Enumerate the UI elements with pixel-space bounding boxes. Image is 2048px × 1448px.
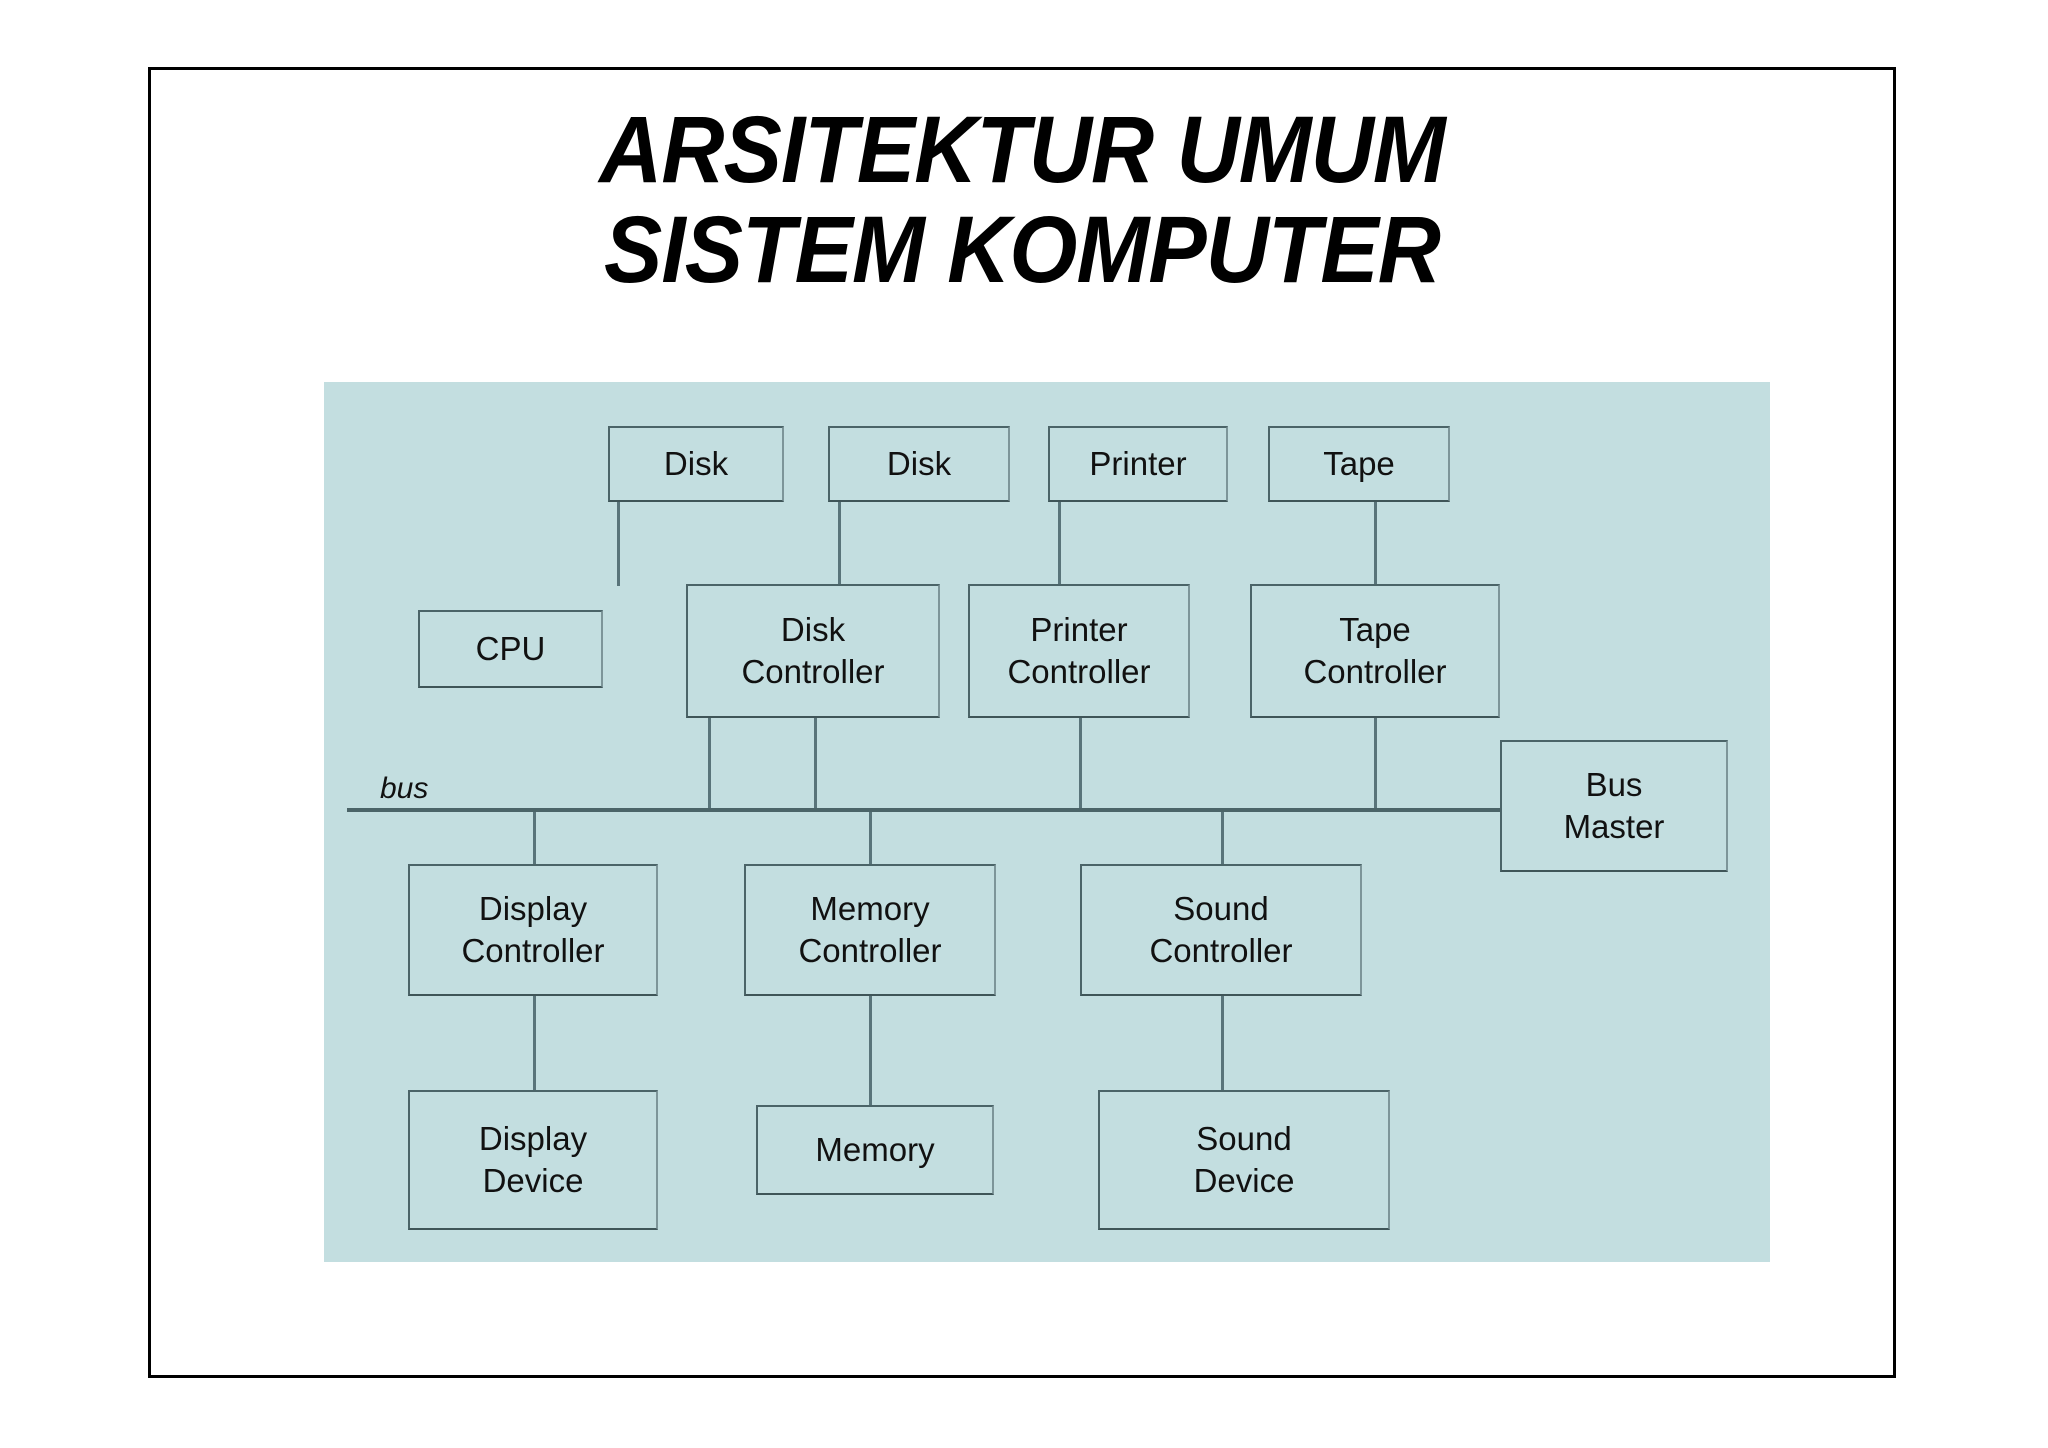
box-cpu-label: CPU	[475, 630, 546, 667]
connector-bus-to-sound-controller	[1221, 808, 1224, 866]
box-memory-controller-line-2: Controller	[798, 932, 942, 969]
box-tape-controller-line-1: Tape	[1339, 611, 1411, 648]
box-sound-device-line-1: Sound	[1196, 1120, 1292, 1157]
connector-disk1-to-disk-controller	[617, 502, 620, 586]
bus-label: bus	[380, 772, 429, 805]
system-bus-line	[347, 808, 1500, 812]
connector-printer-to-printer-controller	[1058, 502, 1061, 586]
connector-tape-to-tape-controller	[1374, 502, 1377, 586]
connector-sound-controller-to-sound-device	[1221, 994, 1224, 1092]
box-printer-controller-line-2: Controller	[1007, 653, 1151, 690]
connector-bus-to-display-controller	[533, 808, 536, 866]
box-sound-controller[interactable]: Sound Controller	[1080, 864, 1362, 996]
box-sound-controller-line-2: Controller	[1149, 932, 1293, 969]
box-disk-1[interactable]: Disk	[608, 426, 784, 502]
box-display-controller-line-1: Display	[478, 890, 588, 927]
architecture-diagram: Disk Disk Printer Tape CPU Disk Controll…	[324, 382, 1770, 1262]
connector-tape-controller-to-bus	[1374, 718, 1377, 812]
box-bus-master-line-2: Master	[1563, 808, 1665, 845]
box-bus-master-line-1: Bus	[1585, 766, 1643, 803]
connector-cpu-to-bus	[708, 682, 711, 812]
box-sound-controller-line-1: Sound	[1173, 890, 1269, 927]
connector-memory-controller-to-memory	[869, 994, 872, 1107]
box-memory-label: Memory	[815, 1131, 935, 1168]
box-disk-controller[interactable]: Disk Controller	[686, 584, 940, 718]
page-title-line-1: ARSITEKTUR UMUM	[599, 97, 1445, 203]
connector-disk2-to-disk-controller	[838, 502, 841, 586]
box-tape-controller-line-2: Controller	[1303, 653, 1447, 690]
connector-display-controller-to-display-device	[533, 994, 536, 1092]
box-printer-controller-line-1: Printer	[1030, 611, 1128, 648]
box-tape-label: Tape	[1323, 445, 1395, 482]
box-memory-controller-line-1: Memory	[810, 890, 930, 927]
box-printer-controller[interactable]: Printer Controller	[968, 584, 1190, 718]
box-tape-controller[interactable]: Tape Controller	[1250, 584, 1500, 718]
box-bus-master[interactable]: Bus Master	[1500, 740, 1728, 872]
box-sound-device[interactable]: Sound Device	[1098, 1090, 1390, 1230]
page-title-line-2: SISTEM KOMPUTER	[604, 197, 1441, 303]
box-display-device-line-1: Display	[478, 1120, 588, 1157]
box-display-controller[interactable]: Display Controller	[408, 864, 658, 996]
connector-bus-to-memory-controller	[869, 808, 872, 866]
box-disk-2-label: Disk	[886, 445, 952, 482]
box-display-controller-line-2: Controller	[461, 932, 605, 969]
connector-printer-controller-to-bus	[1079, 718, 1082, 812]
box-printer-label: Printer	[1089, 445, 1187, 482]
page-title: ARSITEKTUR UMUM SISTEM KOMPUTER	[229, 100, 1815, 300]
box-tape[interactable]: Tape	[1268, 426, 1450, 502]
connector-disk-controller-to-bus	[814, 718, 817, 812]
box-disk-1-label: Disk	[663, 445, 729, 482]
box-printer[interactable]: Printer	[1048, 426, 1228, 502]
box-sound-device-line-2: Device	[1193, 1162, 1295, 1199]
box-disk-controller-line-2: Controller	[741, 653, 885, 690]
box-memory[interactable]: Memory	[756, 1105, 994, 1195]
box-display-device-line-2: Device	[482, 1162, 584, 1199]
box-disk-controller-line-1: Disk	[780, 611, 846, 648]
box-display-device[interactable]: Display Device	[408, 1090, 658, 1230]
box-disk-2[interactable]: Disk	[828, 426, 1010, 502]
box-memory-controller[interactable]: Memory Controller	[744, 864, 996, 996]
box-cpu[interactable]: CPU	[418, 610, 603, 688]
